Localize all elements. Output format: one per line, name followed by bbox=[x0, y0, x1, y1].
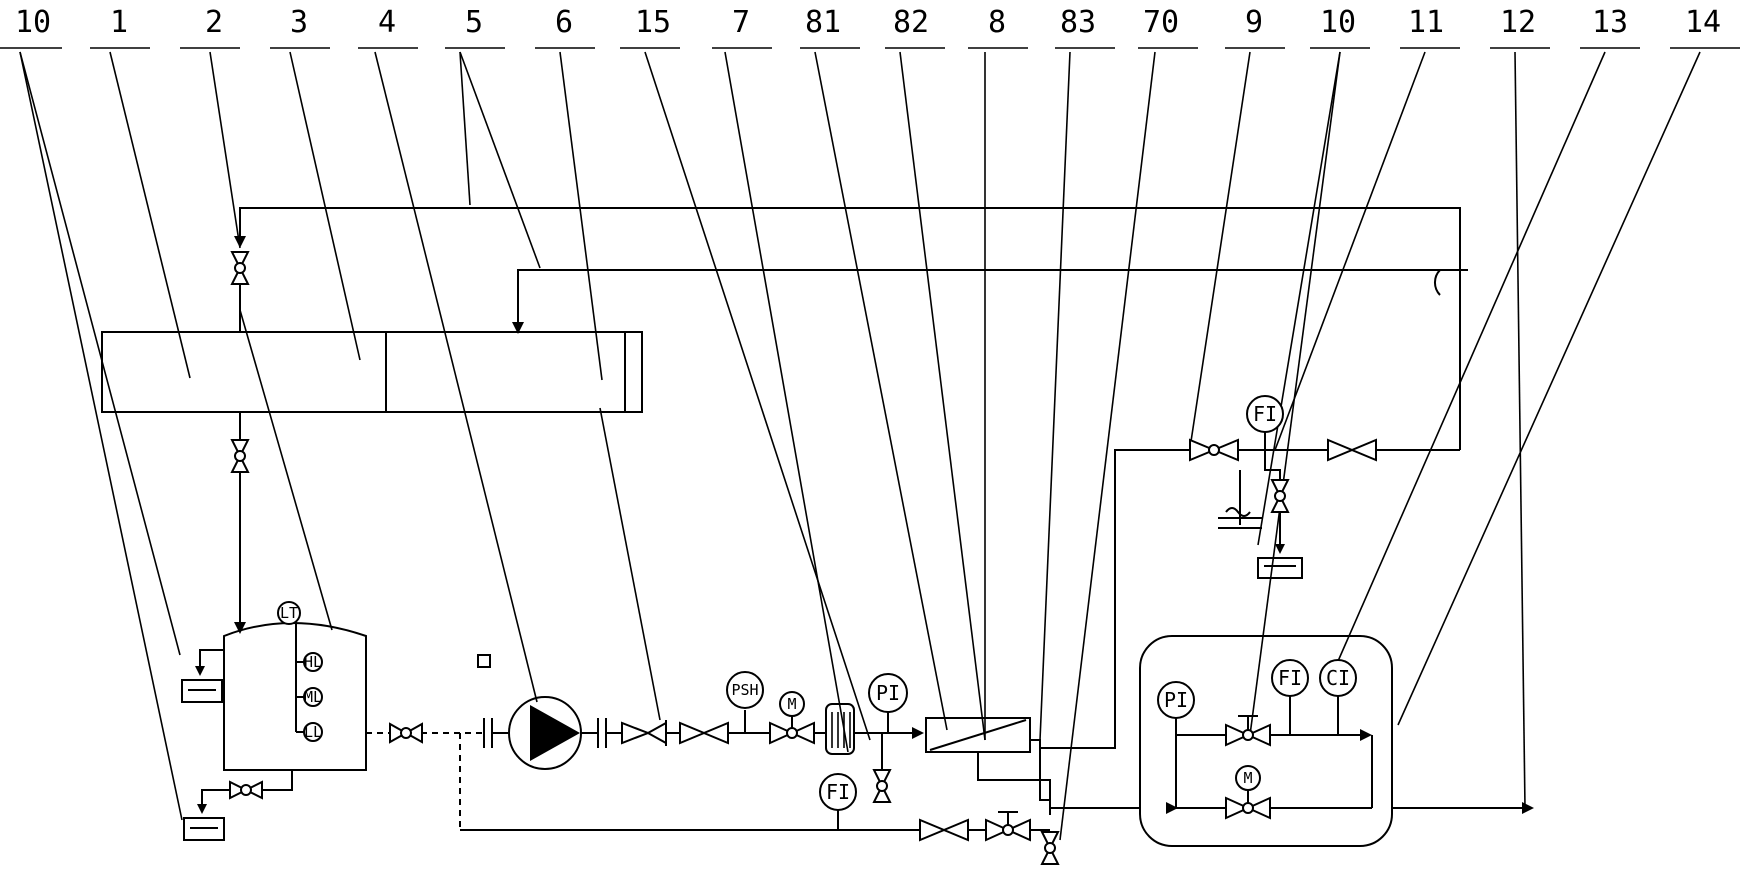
drain-container-bottom bbox=[183, 770, 293, 841]
ref-label-7: 6 bbox=[555, 5, 573, 40]
ref-label-8: 15 bbox=[635, 5, 671, 40]
ref-label-6: 5 bbox=[465, 5, 483, 40]
storage-tank: LT HL ML LL bbox=[223, 601, 367, 771]
ll-switch bbox=[303, 722, 323, 742]
ref-label-19: 13 bbox=[1592, 5, 1628, 40]
pi-tag-panel: PI bbox=[1164, 688, 1188, 712]
fi-bubble-recycle bbox=[819, 773, 857, 811]
ml-switch bbox=[303, 687, 323, 707]
ll-tag: LL bbox=[304, 723, 322, 741]
fi-tag-top: FI bbox=[1253, 402, 1277, 426]
ref-label-1: 10 bbox=[15, 5, 51, 40]
leader-lines bbox=[19, 51, 1701, 841]
basin-outlet-valve bbox=[230, 412, 250, 634]
membrane-module bbox=[925, 449, 1180, 865]
filter-icon bbox=[825, 703, 855, 755]
pretreatment-basin bbox=[101, 331, 643, 413]
hl-switch bbox=[303, 652, 323, 672]
inlet-valve bbox=[230, 251, 250, 332]
return-pipes bbox=[239, 207, 1468, 450]
motor-valve-panel-tag: M bbox=[1243, 769, 1252, 787]
motor-valve-panel-bubble bbox=[1235, 765, 1261, 791]
sample-container bbox=[1257, 557, 1303, 579]
permeate-header: FI bbox=[1180, 395, 1460, 579]
ref-label-15: 9 bbox=[1245, 5, 1263, 40]
arrow-icon bbox=[234, 236, 246, 248]
ref-label-11: 82 bbox=[893, 5, 929, 40]
drain-container-top bbox=[181, 649, 224, 703]
fi-bubble-top bbox=[1246, 395, 1284, 433]
analysis-enclosure bbox=[1139, 635, 1393, 847]
ref-label-20: 14 bbox=[1685, 5, 1721, 40]
ref-label-18: 12 bbox=[1500, 5, 1536, 40]
lt-tag: LT bbox=[280, 604, 298, 622]
reference-numerals: 10 1 2 3 4 5 6 15 7 81 82 8 83 70 9 10 1… bbox=[0, 5, 1740, 49]
ml-tag: ML bbox=[304, 688, 322, 706]
ci-tag-panel: CI bbox=[1326, 666, 1350, 690]
ref-label-16: 10 bbox=[1320, 5, 1356, 40]
motor-valve-bubble bbox=[779, 691, 805, 717]
ref-label-5: 4 bbox=[378, 5, 396, 40]
motor-valve-tag: M bbox=[787, 695, 796, 713]
pi-tag-main: PI bbox=[876, 681, 900, 705]
lt-instrument-bubble bbox=[277, 601, 301, 625]
ref-label-9: 7 bbox=[732, 5, 750, 40]
hl-tag: HL bbox=[304, 653, 322, 671]
psh-tag: PSH bbox=[731, 681, 758, 699]
fi-tag-panel: FI bbox=[1278, 666, 1302, 690]
ref-label-12: 8 bbox=[988, 5, 1006, 40]
fi-tag-recycle: FI bbox=[826, 780, 850, 804]
main-line: PSH M PI bbox=[366, 654, 924, 803]
ref-label-3: 2 bbox=[205, 5, 223, 40]
recycle-line: FI bbox=[459, 733, 1050, 842]
ref-label-14: 70 bbox=[1143, 5, 1179, 40]
ref-label-17: 11 bbox=[1408, 5, 1444, 40]
pi-bubble-main bbox=[868, 673, 908, 713]
arrow-icon bbox=[512, 322, 524, 334]
ref-label-4: 3 bbox=[290, 5, 308, 40]
psh-instrument-bubble bbox=[726, 671, 764, 709]
ci-bubble-panel bbox=[1319, 659, 1357, 697]
ref-label-10: 81 bbox=[805, 5, 841, 40]
ref-label-13: 83 bbox=[1060, 5, 1096, 40]
fi-bubble-panel bbox=[1271, 659, 1309, 697]
ref-label-2: 1 bbox=[110, 5, 128, 40]
analysis-panel: PI FI CI M bbox=[1139, 635, 1534, 847]
